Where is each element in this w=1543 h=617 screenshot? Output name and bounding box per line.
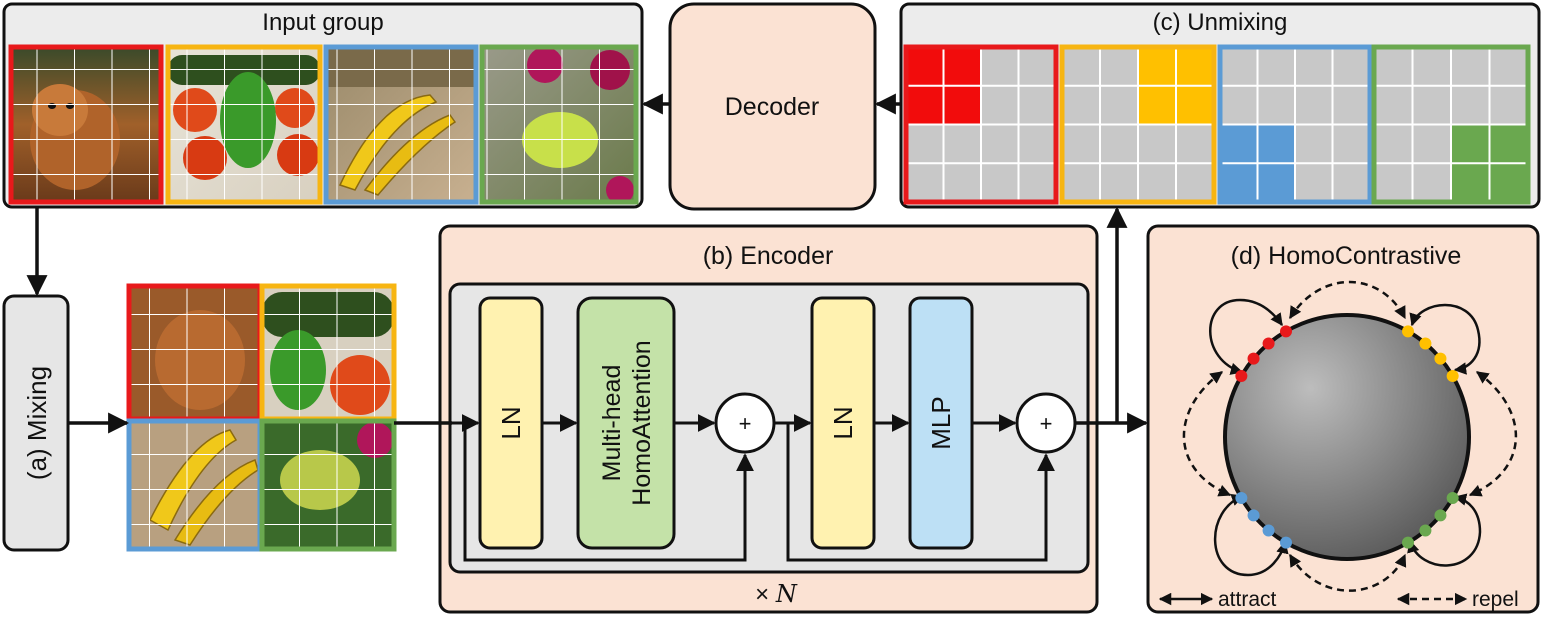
contrastive-arrows [1182, 280, 1518, 592]
unmix-grid-border-1 [903, 44, 1059, 205]
encoder-add-1: + [714, 392, 776, 454]
add-2-symbol: + [1040, 411, 1053, 436]
attract-arrow [1409, 303, 1481, 375]
embedding-point-yellow [1446, 370, 1459, 382]
mixing-label: (a) Mixing [22, 366, 52, 480]
ln-2-label: LN [828, 406, 858, 439]
embedding-point-red [1247, 352, 1260, 365]
embedding-point-blue [1280, 536, 1292, 549]
homocontrastive-title: (d) HomoContrastive [1231, 242, 1462, 270]
unmix-grid-border-4 [1371, 44, 1531, 205]
decoder-block: Decoder [668, 2, 877, 211]
attract-arrow [1213, 494, 1289, 577]
embedding-point-red [1235, 370, 1248, 382]
embedding-point-green [1402, 536, 1414, 549]
encoder-block-mlp: MLP [908, 296, 974, 550]
input-image-vegetables [165, 44, 323, 205]
embedding-point-blue [1235, 492, 1248, 504]
unmixing-grids [903, 44, 1531, 205]
ln-1-label: LN [496, 406, 526, 439]
encoder-panel: (b) Encoder LN Multi-head HomoAttention … [438, 224, 1099, 614]
encoder-add-2: + [1015, 392, 1077, 454]
repel-arrow [1182, 370, 1232, 497]
mixing-block: (a) Mixing [2, 294, 70, 552]
encoder-block-homoattention: Multi-head HomoAttention [576, 296, 676, 550]
embedding-point-green [1446, 492, 1459, 504]
mlp-label: MLP [926, 396, 956, 449]
embedding-point-blue [1262, 524, 1275, 537]
homoattention-label-2: HomoAttention [628, 340, 656, 505]
repel-arrow [1288, 280, 1407, 320]
encoder-title: (b) Encoder [703, 242, 834, 270]
homoattention-label-1: Multi-head [598, 365, 626, 482]
embedding-point-blue [1247, 509, 1260, 522]
add-1-symbol: + [739, 411, 752, 436]
embedding-point-yellow [1434, 352, 1447, 365]
decoder-label: Decoder [725, 93, 820, 121]
repel-arrow [1468, 370, 1518, 497]
attract-arrow [1407, 493, 1482, 567]
input-image-fox [8, 44, 164, 205]
legend-attract: attract [1158, 588, 1277, 611]
embedding-point-yellow [1402, 325, 1414, 338]
encoder-wires [452, 414, 1055, 562]
embedding-point-yellow [1419, 337, 1432, 350]
unmix-grid-border-2 [1059, 44, 1217, 205]
encoder-block-ln-1: LN [478, 296, 544, 550]
legend-repel: repel [1396, 588, 1519, 611]
encoder-block-ln-2: LN [810, 296, 876, 550]
embedding-points [1235, 325, 1459, 549]
unmixing-panel: (c) Unmixing [899, 2, 1541, 209]
input-group-panel: Input group [2, 2, 644, 209]
unmix-grid-border-3 [1217, 44, 1373, 205]
flow-arrows [26, 93, 1149, 434]
input-image-flower [479, 44, 639, 205]
attract-arrow [1209, 298, 1284, 375]
legend-attract-label: attract [1218, 588, 1277, 611]
repel-arrow [1288, 553, 1407, 592]
embedding-point-green [1434, 509, 1447, 522]
encoder-repeat-label: × N [755, 580, 798, 608]
embedding-point-red [1262, 337, 1275, 350]
embedding-sphere [1223, 313, 1471, 561]
embedding-point-red [1280, 325, 1292, 338]
input-image-bananas [323, 44, 479, 205]
legend-repel-label: repel [1472, 588, 1519, 611]
unmixing-title: (c) Unmixing [1153, 9, 1288, 36]
mixed-image [126, 283, 397, 552]
homocontrastive-panel: (d) HomoContrastive attract repel [1146, 224, 1540, 614]
embedding-point-green [1419, 524, 1432, 537]
input-group-title: Input group [262, 9, 383, 36]
